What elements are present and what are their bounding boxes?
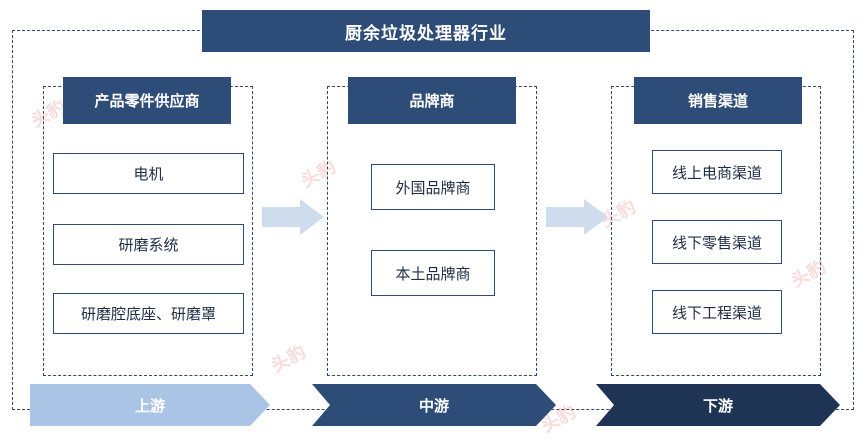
upstream-header: 产品零件供应商 <box>63 77 231 124</box>
stage-label-downstream: 下游 <box>702 396 733 415</box>
upstream-item-motor: 电机 <box>53 153 244 194</box>
stage-label-upstream: 上游 <box>134 396 165 415</box>
downstream-item-online: 线上电商渠道 <box>652 150 782 194</box>
midstream-item-foreign-brands: 外国品牌商 <box>371 164 495 210</box>
arrow-right-icon <box>546 199 608 235</box>
downstream-item-offline-engineering: 线下工程渠道 <box>652 290 782 334</box>
band-shape <box>312 384 556 426</box>
stage-band-upstream: 上游 <box>30 384 270 426</box>
upstream-item-grinding-base: 研磨腔底座、研磨罩 <box>53 293 244 334</box>
band-shape <box>596 384 840 426</box>
midstream-item-domestic-brands: 本土品牌商 <box>371 250 495 296</box>
stage-band-downstream: 下游 <box>596 384 840 426</box>
midstream-header: 品牌商 <box>348 77 516 124</box>
page-title: 厨余垃圾处理器行业 <box>202 10 650 52</box>
stage-band-midstream: 中游 <box>312 384 556 426</box>
upstream-item-grinding-system: 研磨系统 <box>53 224 244 265</box>
band-shape <box>30 384 270 426</box>
downstream-header: 销售渠道 <box>634 77 802 124</box>
arrow-right-icon <box>262 199 324 235</box>
downstream-item-offline-retail: 线下零售渠道 <box>652 220 782 264</box>
midstream-panel <box>327 86 537 376</box>
stage-label-midstream: 中游 <box>418 396 449 415</box>
